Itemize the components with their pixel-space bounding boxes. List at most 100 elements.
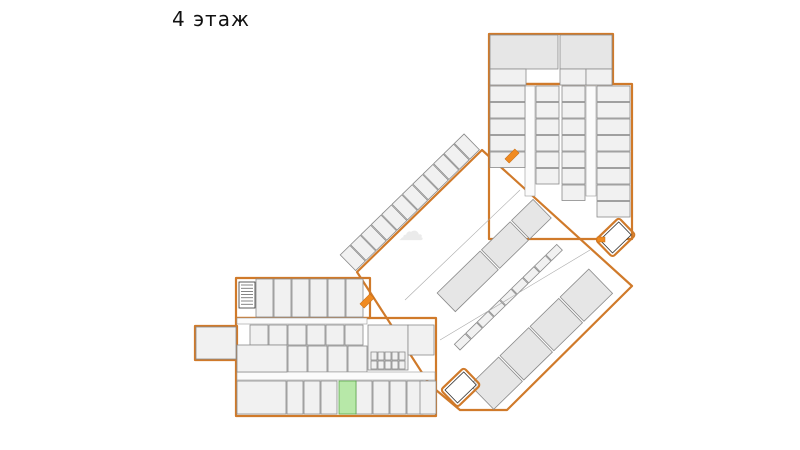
room[interactable] xyxy=(422,163,449,191)
room[interactable] xyxy=(559,68,587,86)
room[interactable] xyxy=(489,102,526,119)
room[interactable] xyxy=(255,278,274,318)
room[interactable] xyxy=(535,135,560,152)
room[interactable] xyxy=(370,351,378,361)
room[interactable] xyxy=(286,380,304,415)
room[interactable] xyxy=(488,299,506,318)
room[interactable] xyxy=(535,151,560,168)
room[interactable] xyxy=(535,85,560,102)
room[interactable] xyxy=(561,184,586,201)
room[interactable] xyxy=(499,288,518,306)
room[interactable] xyxy=(419,380,437,415)
room[interactable] xyxy=(389,380,407,415)
room[interactable] xyxy=(398,360,406,370)
room[interactable] xyxy=(344,324,364,346)
room[interactable] xyxy=(401,184,429,211)
room[interactable] xyxy=(561,151,586,168)
room[interactable] xyxy=(291,278,310,318)
room[interactable] xyxy=(345,278,364,318)
room[interactable] xyxy=(559,34,613,70)
room[interactable] xyxy=(596,168,631,185)
room[interactable] xyxy=(596,135,631,152)
room[interactable] xyxy=(195,326,237,360)
room[interactable] xyxy=(489,85,526,102)
room[interactable] xyxy=(384,351,392,361)
north-corridor xyxy=(524,85,536,197)
room[interactable] xyxy=(561,102,586,119)
room[interactable] xyxy=(325,324,345,346)
room[interactable] xyxy=(535,168,560,185)
room[interactable] xyxy=(372,380,390,415)
room[interactable] xyxy=(545,243,563,262)
room[interactable] xyxy=(303,380,321,415)
room[interactable] xyxy=(377,351,385,361)
room[interactable] xyxy=(596,85,631,102)
room[interactable] xyxy=(412,173,439,201)
room[interactable] xyxy=(327,278,346,318)
room[interactable] xyxy=(499,327,553,381)
room[interactable] xyxy=(529,297,584,352)
room[interactable] xyxy=(355,380,373,415)
room[interactable] xyxy=(476,310,495,329)
room[interactable] xyxy=(287,324,307,346)
room[interactable] xyxy=(535,118,560,135)
room[interactable] xyxy=(377,360,385,370)
room[interactable] xyxy=(273,278,292,318)
room[interactable] xyxy=(381,204,408,231)
room[interactable] xyxy=(561,85,586,102)
room[interactable] xyxy=(534,255,552,273)
room[interactable] xyxy=(480,221,529,269)
room[interactable] xyxy=(469,356,523,410)
room[interactable] xyxy=(391,360,399,370)
room[interactable] xyxy=(489,34,559,70)
room[interactable] xyxy=(320,380,338,415)
room[interactable] xyxy=(398,351,406,361)
room[interactable] xyxy=(596,201,631,218)
room[interactable] xyxy=(268,324,288,346)
room[interactable] xyxy=(249,324,269,346)
room[interactable] xyxy=(489,118,526,135)
room[interactable] xyxy=(453,133,480,160)
room[interactable] xyxy=(384,360,392,370)
room[interactable] xyxy=(347,345,368,373)
room[interactable] xyxy=(596,118,631,135)
room[interactable] xyxy=(596,102,631,119)
room[interactable] xyxy=(561,168,586,185)
room[interactable] xyxy=(370,214,397,241)
room[interactable] xyxy=(561,118,586,135)
room[interactable] xyxy=(559,268,614,322)
room[interactable] xyxy=(236,380,287,415)
room[interactable] xyxy=(535,102,560,119)
room[interactable] xyxy=(307,345,328,373)
room[interactable] xyxy=(489,68,527,86)
room[interactable] xyxy=(453,333,472,351)
room[interactable] xyxy=(407,324,435,356)
room[interactable] xyxy=(339,244,366,272)
room[interactable] xyxy=(391,351,399,361)
diagonal-wing-core xyxy=(436,198,552,313)
room[interactable] xyxy=(522,266,541,284)
room[interactable] xyxy=(306,324,326,346)
room[interactable] xyxy=(350,234,377,262)
room[interactable] xyxy=(433,153,460,180)
room[interactable] xyxy=(585,68,613,86)
room[interactable] xyxy=(370,360,378,370)
room[interactable] xyxy=(309,278,328,318)
room[interactable] xyxy=(436,250,499,313)
room[interactable] xyxy=(465,322,483,340)
room[interactable] xyxy=(511,198,552,240)
room[interactable] xyxy=(596,151,631,168)
room[interactable] xyxy=(561,135,586,152)
room[interactable] xyxy=(511,277,529,295)
room[interactable] xyxy=(596,184,631,201)
room[interactable] xyxy=(236,344,288,373)
room[interactable] xyxy=(360,224,387,251)
stair-south xyxy=(440,367,481,408)
room[interactable] xyxy=(287,345,308,373)
room[interactable] xyxy=(489,135,526,152)
room[interactable] xyxy=(443,143,470,170)
room[interactable] xyxy=(327,345,348,373)
room[interactable] xyxy=(391,194,418,221)
highlighted-room[interactable] xyxy=(338,380,357,415)
